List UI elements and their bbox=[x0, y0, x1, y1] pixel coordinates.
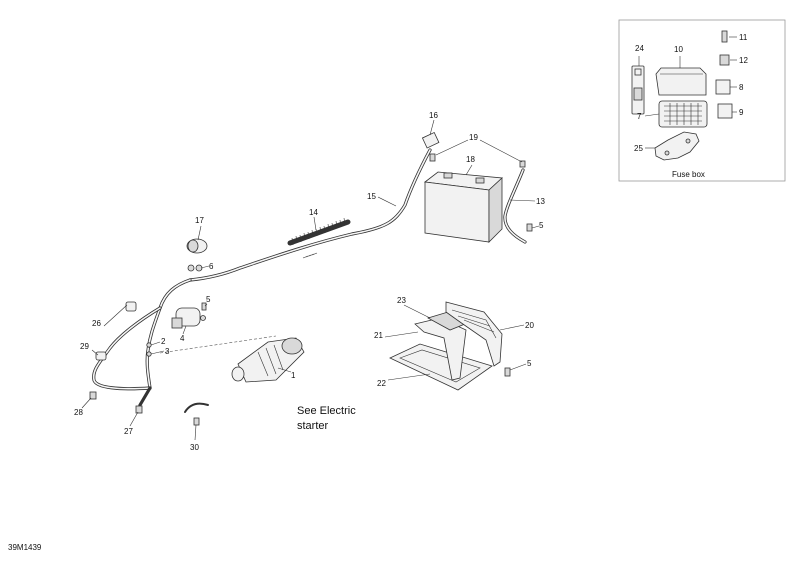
callout-17: 17 bbox=[195, 216, 204, 225]
part-14-corrugated-conduit bbox=[287, 217, 351, 246]
callout-22: 22 bbox=[377, 379, 386, 388]
part-12-fuse bbox=[719, 54, 730, 66]
part-18-battery bbox=[423, 171, 503, 243]
callout-5-tray: 5 bbox=[527, 359, 532, 368]
callout-15: 15 bbox=[367, 192, 376, 201]
fuse-box-caption: Fuse box bbox=[672, 170, 705, 179]
callout-6: 6 bbox=[209, 262, 214, 271]
callout-30: 30 bbox=[190, 443, 199, 452]
callout-10: 10 bbox=[674, 45, 683, 54]
part-19-bolt bbox=[429, 153, 436, 162]
part-4-starter-solenoid bbox=[171, 307, 206, 329]
callout-12: 12 bbox=[739, 56, 748, 65]
callout-1: 1 bbox=[291, 371, 296, 380]
part-29-grommet bbox=[95, 351, 107, 361]
callout-27: 27 bbox=[124, 427, 133, 436]
callout-18: 18 bbox=[466, 155, 475, 164]
callout-5-cable: 5 bbox=[539, 221, 544, 230]
part-3-nut bbox=[146, 351, 152, 357]
callout-14: 14 bbox=[309, 208, 318, 217]
part-27-bolt bbox=[135, 405, 143, 414]
callout-23: 23 bbox=[397, 296, 406, 305]
callout-16: 16 bbox=[429, 111, 438, 120]
part-6-nut bbox=[187, 264, 195, 272]
part-2-washer bbox=[146, 342, 152, 348]
callout-13: 13 bbox=[536, 197, 545, 206]
part-10-fuse-box-cover bbox=[655, 67, 707, 96]
part-5-tray-screw bbox=[504, 367, 511, 377]
callout-7: 7 bbox=[637, 112, 642, 121]
callout-25: 25 bbox=[634, 144, 643, 153]
fuse-box-inset-frame bbox=[618, 19, 786, 182]
callout-29: 29 bbox=[80, 342, 89, 351]
part-11-fuse bbox=[721, 30, 728, 43]
callout-11: 11 bbox=[739, 33, 748, 42]
callout-19: 19 bbox=[469, 133, 478, 142]
part-20-battery-cover bbox=[445, 301, 503, 367]
callout-24: 24 bbox=[635, 44, 644, 53]
drawing-code: 39M1439 bbox=[8, 543, 42, 552]
part-8-relay bbox=[715, 79, 731, 95]
see-electric-starter-note-line2: starter bbox=[297, 420, 329, 432]
part-25-fuse-box-bracket bbox=[654, 131, 700, 161]
callout-9: 9 bbox=[739, 108, 744, 117]
part-17-boot bbox=[186, 238, 208, 254]
callout-3: 3 bbox=[165, 347, 170, 356]
part-5-cable-screw bbox=[526, 223, 533, 232]
part-5-screw bbox=[201, 302, 207, 311]
callout-5-solenoid: 5 bbox=[206, 295, 211, 304]
callout-28: 28 bbox=[74, 408, 83, 417]
callout-4: 4 bbox=[180, 334, 185, 343]
part-24-relay-holder bbox=[631, 65, 645, 115]
cable-clip bbox=[125, 301, 137, 312]
part-16-connector bbox=[421, 131, 440, 149]
part-7-fuse-box-base bbox=[658, 100, 708, 128]
part-9-relay bbox=[717, 103, 733, 119]
callout-26: 26 bbox=[92, 319, 101, 328]
part-30-ground-cable bbox=[184, 402, 209, 413]
callout-2: 2 bbox=[161, 337, 166, 346]
part-22-battery-tray bbox=[389, 343, 493, 391]
callout-21: 21 bbox=[374, 331, 383, 340]
callout-20: 20 bbox=[525, 321, 534, 330]
callout-8: 8 bbox=[739, 83, 744, 92]
part-28-bolt bbox=[89, 391, 97, 400]
see-electric-starter-note-line1: See Electric bbox=[297, 405, 356, 417]
part-1-starter bbox=[231, 337, 305, 383]
